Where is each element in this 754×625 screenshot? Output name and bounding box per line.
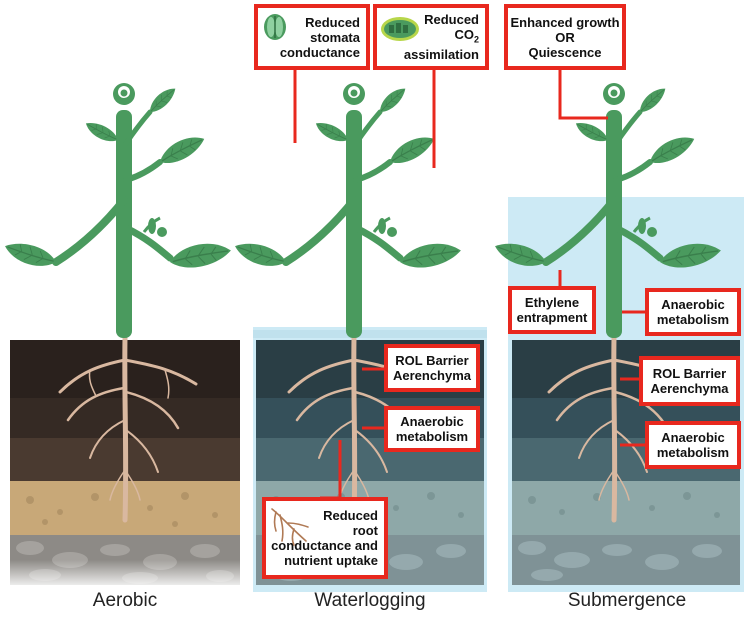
callout-text: Anaerobic	[661, 297, 725, 312]
callout-reduced-root-conductance: Reduced root conductance and nutrient up…	[262, 497, 388, 579]
callout-text: metabolism	[656, 312, 730, 327]
callout-text: ROL Barrier	[652, 366, 727, 381]
roots	[58, 335, 198, 523]
callout-anaerobic-waterlogging: Anaerobic metabolism	[384, 406, 480, 452]
caption-submergence: Submergence	[567, 590, 687, 611]
callout-anaerobic-submergence-root: Anaerobic metabolism	[645, 421, 741, 469]
caption-waterlogging: Waterlogging	[314, 590, 426, 611]
callout-text: metabolism	[656, 445, 730, 460]
callout-text: metabolism	[395, 429, 469, 444]
plant	[1, 83, 234, 338]
callout-text: entrapment	[516, 310, 588, 325]
callout-text: Enhanced growth	[510, 14, 620, 30]
chloroplast-icon	[381, 17, 419, 41]
stomata-icon	[264, 14, 286, 40]
callout-text: Aerenchyma	[392, 368, 472, 383]
callout-text: OR	[555, 29, 575, 45]
callout-text: Reduced	[305, 14, 360, 30]
callout-rol-barrier-waterlogging: ROL Barrier Aerenchyma	[384, 344, 480, 392]
callout-text: Anaerobic	[661, 430, 725, 445]
callout-text: Reduced	[323, 508, 378, 523]
callout-text: root	[352, 523, 378, 538]
callout-text: nutrient uptake	[284, 553, 378, 568]
plant	[231, 83, 464, 338]
panel-aerobic	[1, 83, 240, 590]
root-icon	[271, 508, 309, 546]
callout-enhanced-growth-or-quiescence: Enhanced growth OR Quiescence	[504, 4, 626, 70]
callout-anaerobic-submergence-stem: Anaerobic metabolism	[645, 288, 741, 336]
callout-text: Quiescence	[528, 44, 602, 60]
callout-text: Reduced	[424, 11, 479, 27]
callout-text: conductance and	[271, 538, 378, 553]
plant	[491, 83, 724, 338]
caption-aerobic: Aerobic	[92, 590, 158, 611]
callout-text: assimilation	[403, 47, 479, 63]
callout-ethylene-entrapment: Ethylene entrapment	[508, 286, 596, 334]
callout-rol-barrier-submergence: ROL Barrier Aerenchyma	[639, 356, 740, 406]
callout-text: stomata	[310, 29, 360, 45]
callout-text: ROL Barrier	[395, 353, 469, 368]
callout-text: Ethylene	[524, 295, 580, 310]
callout-reduced-co2-assimilation: Reduced CO2 assimilation	[373, 4, 489, 70]
co2-subscript: 2	[473, 34, 479, 45]
callout-text-co2: CO2	[454, 27, 479, 48]
callout-text: Aerenchyma	[650, 381, 729, 396]
co2-text: CO	[454, 26, 474, 42]
callout-lines	[558, 70, 646, 447]
callout-text: conductance	[279, 44, 360, 60]
callout-text: Anaerobic	[400, 414, 464, 429]
